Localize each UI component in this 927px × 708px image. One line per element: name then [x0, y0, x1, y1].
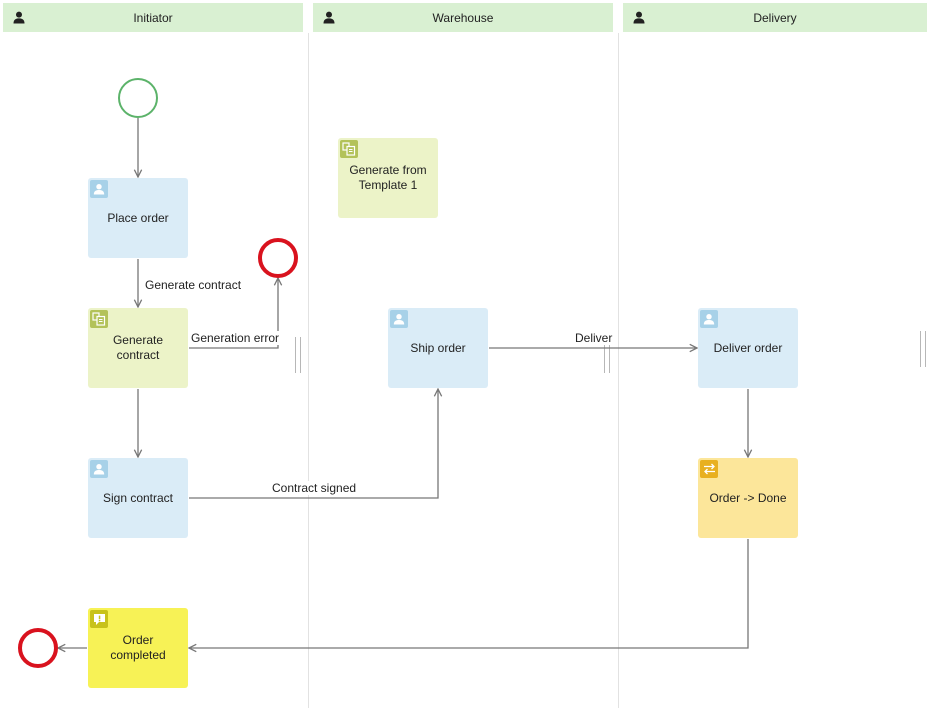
task-label: Order completed — [110, 633, 166, 662]
swap-arrows-icon — [700, 460, 718, 478]
document-icon — [90, 310, 108, 328]
document-icon — [340, 140, 358, 158]
lane-header-warehouse[interactable]: Warehouse — [313, 3, 613, 32]
end-event-order-completed[interactable] — [18, 628, 58, 668]
user-icon — [90, 460, 108, 478]
start-event[interactable] — [118, 78, 158, 118]
lane-title: Delivery — [753, 10, 797, 25]
task-label: Order -> Done — [709, 490, 787, 505]
person-icon — [13, 11, 25, 24]
user-icon — [90, 180, 108, 198]
task-order-completed[interactable]: Order completed — [88, 608, 188, 688]
connector-generation-error[interactable] — [189, 278, 278, 349]
lane-header-initiator[interactable]: Initiator — [3, 3, 303, 32]
connector-contract-signed[interactable] — [189, 389, 438, 499]
task-generate-contract[interactable]: Generate contract — [88, 308, 188, 388]
task-label: Place order — [107, 210, 169, 225]
task-place-order[interactable]: Place order — [88, 178, 188, 258]
person-icon — [633, 11, 645, 24]
edge-label-deliver: Deliver — [574, 331, 614, 345]
edge-label-contract-signed: Contract signed — [271, 481, 358, 495]
lane-divider — [308, 33, 309, 708]
task-label: Generate contract — [112, 333, 164, 362]
task-label: Generate from Template 1 — [349, 163, 427, 192]
lane-header-delivery[interactable]: Delivery — [623, 3, 927, 32]
lane-divider — [618, 33, 619, 708]
task-ship-order[interactable]: Ship order — [388, 308, 488, 388]
task-sign-contract[interactable]: Sign contract — [88, 458, 188, 538]
task-label: Ship order — [410, 340, 466, 355]
task-label: Sign contract — [102, 490, 174, 505]
user-icon — [700, 310, 718, 328]
lane-title: Warehouse — [432, 10, 494, 25]
user-icon — [390, 310, 408, 328]
person-icon — [323, 11, 335, 24]
connector-done-to-completed[interactable] — [189, 539, 749, 648]
alert-icon — [90, 610, 108, 628]
lane-resize-handle[interactable] — [295, 337, 301, 373]
task-order-done[interactable]: Order -> Done — [698, 458, 798, 538]
end-event-generation-error[interactable] — [258, 238, 298, 278]
lane-title: Initiator — [133, 10, 173, 25]
lane-resize-handle[interactable] — [920, 331, 926, 367]
task-label: Deliver order — [713, 340, 783, 355]
edge-label-generate-contract: Generate contract — [144, 278, 243, 292]
task-deliver-order[interactable]: Deliver order — [698, 308, 798, 388]
lane-resize-handle[interactable] — [604, 337, 610, 373]
task-generate-from-template[interactable]: Generate from Template 1 — [338, 138, 438, 218]
edge-label-generation-error: Generation error — [190, 331, 281, 345]
